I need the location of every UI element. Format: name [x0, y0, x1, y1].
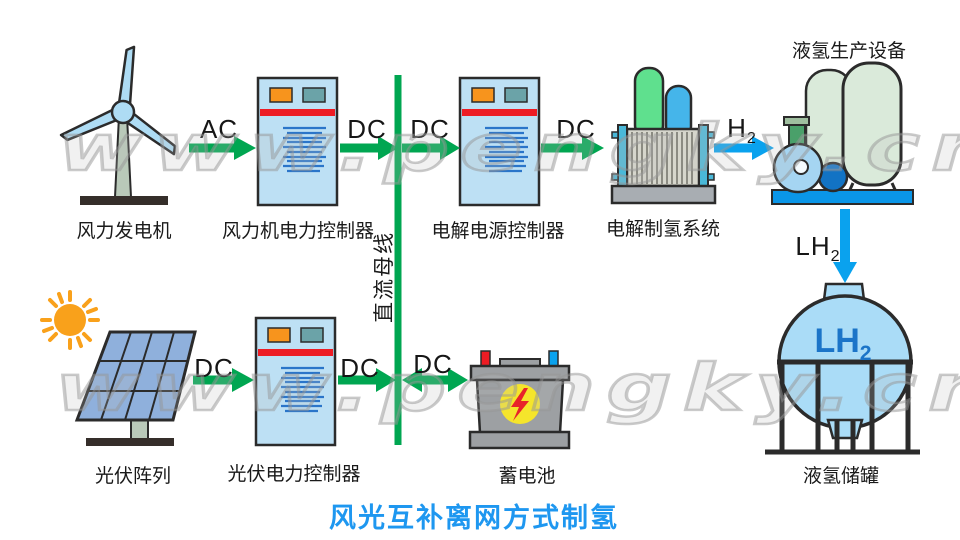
dc-bus-label: 直流母线: [373, 231, 396, 323]
battery-label: 蓄电池: [498, 466, 556, 487]
pv-controller-label: 光伏电力控制器: [227, 464, 361, 485]
lh2-tank-icon: [765, 282, 920, 455]
wind-controller-icon: [256, 76, 339, 207]
diagram-title: 风光互补离网方式制氢: [329, 503, 619, 533]
sun-icon: [40, 290, 100, 350]
flow-label-dc-battery: DC: [413, 349, 453, 379]
flow-label-dc-pv-bus: DC: [340, 353, 380, 383]
arrow-dc-bus-top: [402, 136, 460, 160]
flow-arrows: [189, 136, 857, 392]
flow-label-lh2: LH2: [795, 231, 841, 266]
battery-icon: [468, 350, 571, 450]
arrow-dc-battery: [402, 368, 468, 392]
pv-array-label: 光伏阵列: [94, 466, 172, 487]
arrow-dc-pv-bus: [338, 368, 396, 392]
wind-turbine-icon: [58, 44, 180, 205]
electrolysis-controller-label: 电解电源控制器: [431, 221, 565, 242]
arrow-lh2: [833, 209, 857, 283]
arrow-dc-electrolyzer: [541, 136, 604, 160]
flow-label-dc-bus-top: DC: [410, 114, 450, 144]
pv-array-icon: [74, 330, 197, 446]
electrolyzer-label: 电解制氢系统: [605, 219, 721, 240]
flow-label-dc-wind: DC: [347, 114, 387, 144]
lh2-plant-label: 液氢生产设备: [791, 41, 907, 62]
wind-controller-label: 风力机电力控制器: [221, 221, 375, 242]
flow-label-h2: H2: [727, 113, 757, 148]
electrolyzer-icon: [610, 66, 717, 205]
flow-label-ac: AC: [199, 114, 239, 144]
arrow-dc-wind: [340, 136, 398, 160]
lh2-plant-icon: [771, 61, 914, 205]
arrow-ac: [189, 136, 256, 160]
lh2-tank-label: 液氢储罐: [802, 466, 880, 487]
electrolysis-controller-icon: [458, 76, 541, 207]
flow-label-dc-pv: DC: [194, 353, 234, 383]
wind-turbine-label: 风力发电机: [76, 221, 172, 242]
arrow-dc-pv: [193, 368, 254, 392]
lh2-tank-text: LH2: [814, 322, 872, 365]
pv-controller-icon: [254, 316, 337, 447]
flow-label-dc-electrolyzer: DC: [556, 114, 596, 144]
arrow-h2: [714, 136, 774, 160]
